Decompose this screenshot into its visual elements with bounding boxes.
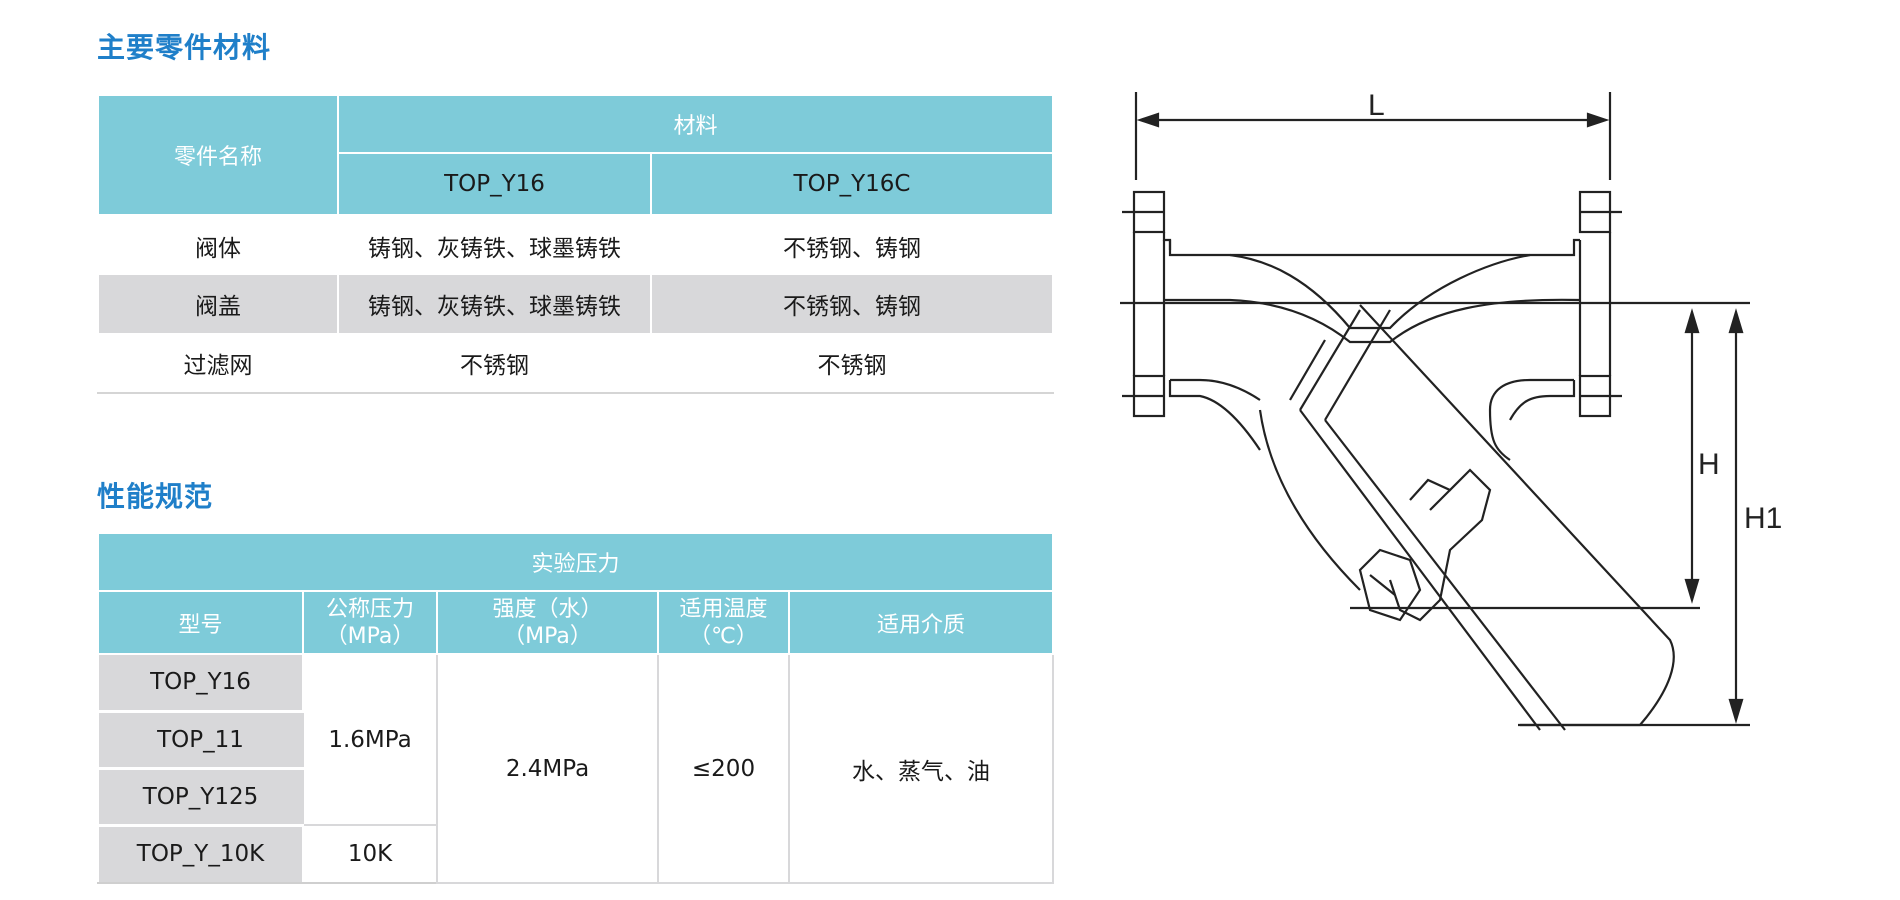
- model-cell: TOP_Y16: [97, 653, 304, 713]
- part-cell: 阀盖: [97, 275, 339, 333]
- performance-table: 实验压力 型号 公称压力 （MPa） 强度（水） （MPa） 适用温度 （℃） …: [96, 532, 1055, 884]
- material-a-cell: 铸钢、灰铸铁、球墨铸铁: [337, 275, 652, 333]
- model-cell: TOP_Y_10K: [97, 824, 304, 884]
- material-b-cell: 不锈钢: [649, 333, 1055, 394]
- header-nominal-pressure: 公称压力 （MPa）: [302, 590, 438, 655]
- table-row: TOP_Y125: [97, 767, 1053, 827]
- y-strainer-drawing: L H H1: [1120, 89, 1782, 731]
- material-b-cell: 不锈钢、铸钢: [649, 275, 1055, 333]
- model-cell: TOP_11: [97, 710, 304, 770]
- temperature-cell: ≤200: [657, 653, 790, 884]
- dimension-label-h: H: [1698, 448, 1720, 481]
- part-cell: 过滤网: [97, 333, 339, 394]
- table-row: 过滤网 不锈钢 不锈钢: [97, 333, 1055, 394]
- dimension-label-h1: H1: [1744, 502, 1782, 535]
- table-row: TOP_Y_10K 10K: [97, 824, 1053, 884]
- material-b-cell: 不锈钢、铸钢: [649, 215, 1055, 275]
- model-cell: TOP_Y125: [97, 767, 304, 827]
- header-model: 型号: [97, 590, 304, 655]
- materials-section-title: 主要零件材料: [97, 31, 272, 64]
- table-row: TOP_11: [97, 710, 1053, 770]
- header-medium: 适用介质: [787, 590, 1055, 655]
- performance-section-title: 性能规范: [97, 480, 214, 513]
- header-test-pressure: 实验压力: [96, 532, 1055, 592]
- table-row: TOP_Y16 1.6MPa 2.4MPa ≤200 水、蒸气、油: [97, 653, 1055, 884]
- strength-cell: 2.4MPa: [436, 653, 659, 884]
- part-cell: 阀体: [97, 215, 339, 275]
- header-temperature: 适用温度 （℃）: [657, 590, 790, 655]
- nominal-pressure-10k-cell: 10K: [302, 824, 438, 884]
- table-row: 阀体 铸钢、灰铸铁、球墨铸铁 不锈钢、铸钢: [97, 215, 1055, 275]
- nominal-pressure-cell: 1.6MPa: [302, 653, 438, 826]
- table-row: 阀盖 铸钢、灰铸铁、球墨铸铁 不锈钢、铸钢: [97, 275, 1055, 333]
- materials-table: 零件名称 材料 TOP_Y16 TOP_Y16C 阀体 铸钢、灰铸铁、球墨铸铁 …: [97, 94, 1055, 394]
- header-material: 材料: [336, 94, 1055, 154]
- header-model-b: TOP_Y16C: [649, 152, 1055, 216]
- dimension-label-l: L: [1368, 89, 1385, 122]
- header-model-a: TOP_Y16: [337, 152, 652, 216]
- medium-cell: 水、蒸气、油: [787, 653, 1055, 884]
- header-strength: 强度（水） （MPa）: [436, 590, 659, 655]
- material-a-cell: 不锈钢: [337, 333, 652, 394]
- material-a-cell: 铸钢、灰铸铁、球墨铸铁: [337, 215, 652, 275]
- header-part-name: 零件名称: [97, 94, 339, 216]
